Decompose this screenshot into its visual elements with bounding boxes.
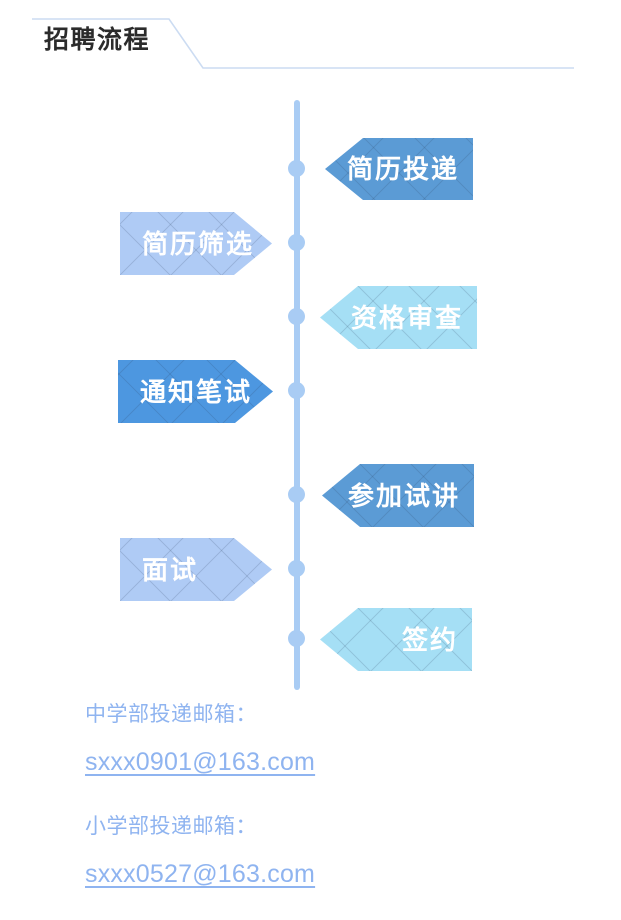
timeline-dot-1 <box>288 160 305 177</box>
timeline-dot-2 <box>288 234 305 251</box>
flow-step-7[interactable]: 签约 <box>320 608 472 671</box>
timeline-dot-5 <box>288 486 305 503</box>
timeline-dot-4 <box>288 382 305 399</box>
contact-block-primary-school: 小学部投递邮箱： sxxx0527@163.com <box>85 812 315 889</box>
contact-email-link[interactable]: sxxx0527@163.com <box>85 860 316 888</box>
flow-step-1[interactable]: 简历投递 <box>325 138 473 200</box>
contact-block-middle-school: 中学部投递邮箱： sxxx0901@163.com <box>85 700 315 777</box>
flow-step-2[interactable]: 简历筛选 <box>120 212 272 275</box>
page-title: 招聘流程 <box>44 26 151 54</box>
flow-step-label: 签约 <box>401 624 458 655</box>
contact-email-link[interactable]: sxxx0901@163.com <box>85 748 316 776</box>
contact-label: 中学部投递邮箱： <box>85 703 257 726</box>
flow-step-4[interactable]: 通知笔试 <box>118 360 273 423</box>
flow-step-5[interactable]: 参加试讲 <box>322 464 474 527</box>
timeline-dot-3 <box>288 308 305 325</box>
flow-step-3[interactable]: 资格审查 <box>320 286 477 349</box>
page-header: 招聘流程 <box>0 0 621 92</box>
flow-step-label: 简历筛选 <box>142 228 255 259</box>
flow-step-label: 简历投递 <box>346 154 459 184</box>
flow-step-6[interactable]: 面试 <box>120 538 272 601</box>
timeline-dot-6 <box>288 560 305 577</box>
flow-step-label: 面试 <box>142 554 199 585</box>
timeline-dot-7 <box>288 630 305 647</box>
contact-label: 小学部投递邮箱： <box>85 815 257 838</box>
flow-step-label: 通知笔试 <box>140 376 253 407</box>
flow-step-label: 参加试讲 <box>347 480 460 511</box>
flow-step-label: 资格审查 <box>350 302 463 333</box>
